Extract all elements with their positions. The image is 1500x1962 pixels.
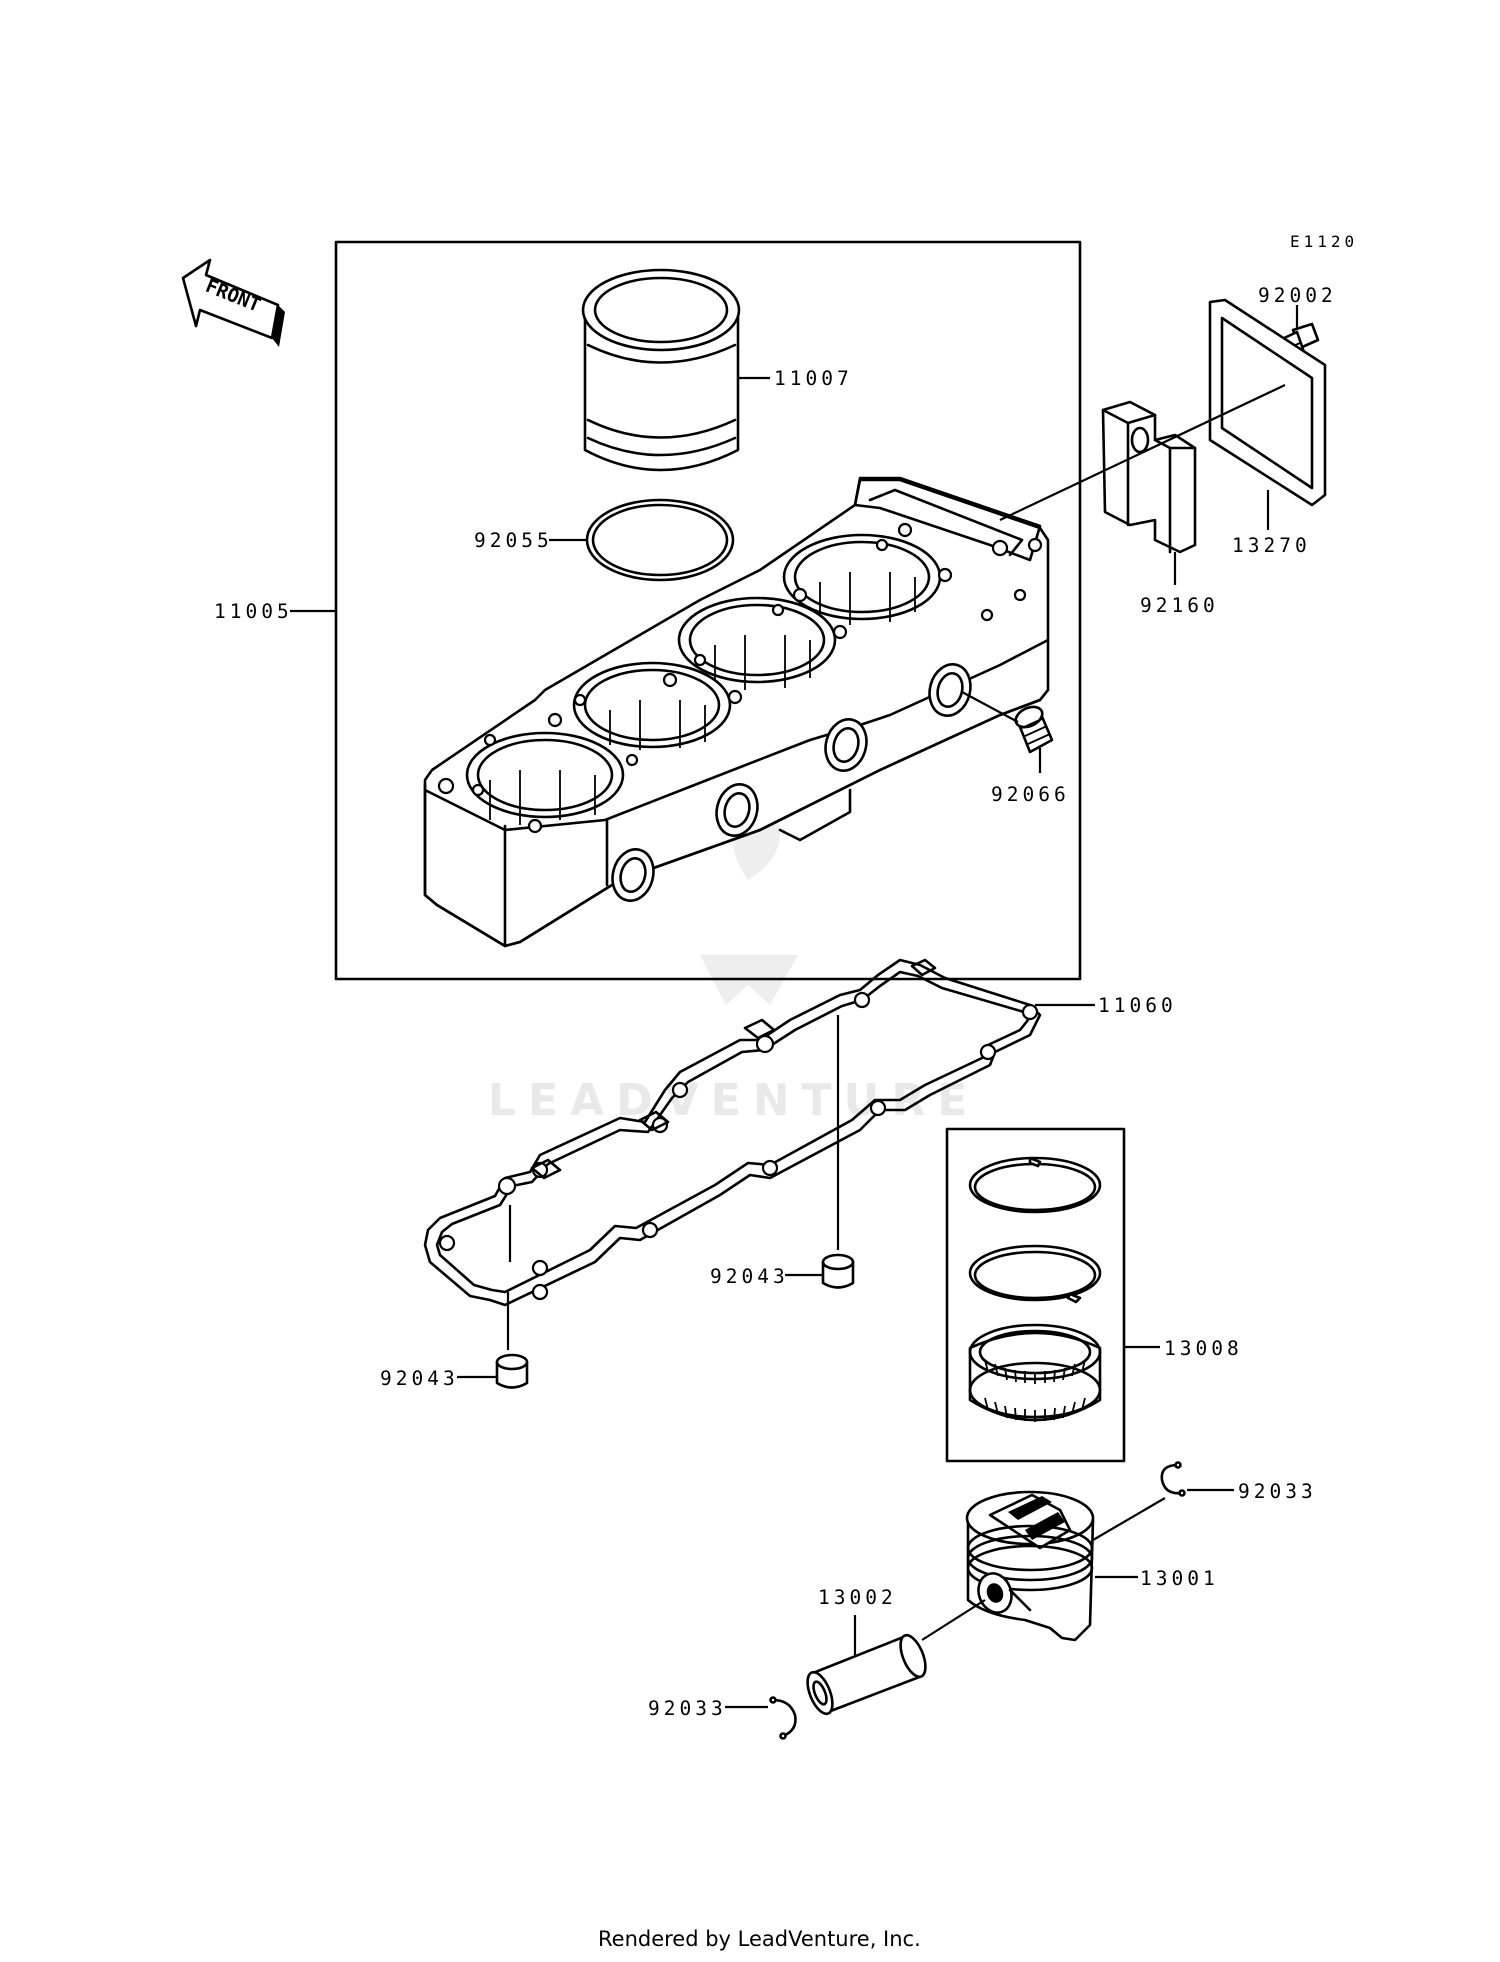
piston	[965, 1490, 1095, 1642]
bolt-holes	[437, 522, 1043, 834]
part-label-92002: 92002	[1258, 284, 1337, 307]
front-arrow-icon: FRONT	[181, 258, 285, 347]
part-label-13001: 13001	[1140, 1567, 1219, 1590]
watermark-text: LEADVENTURE	[488, 1075, 979, 1126]
dowel-pin-right	[821, 1253, 855, 1289]
cover-plate	[1208, 298, 1327, 507]
diagram-code-label: E1120	[1290, 232, 1358, 251]
part-label-92066: 92066	[991, 783, 1070, 806]
cylinder-sleeve	[581, 268, 741, 472]
part-label-92160: 92160	[1140, 594, 1219, 617]
plug	[1014, 705, 1054, 754]
part-label-11060: 11060	[1098, 994, 1177, 1017]
part-label-11007: 11007	[774, 367, 853, 390]
part-label-92055: 92055	[474, 529, 553, 552]
dowel-pin-left	[495, 1353, 529, 1389]
part-label-92043-right: 92043	[710, 1265, 789, 1288]
cylinder-gasket	[423, 958, 1042, 1307]
circlip-right	[1160, 1461, 1186, 1497]
cylinder-bore-1	[465, 731, 625, 825]
cylinder-block	[423, 476, 1050, 948]
o-ring	[585, 498, 735, 582]
part-label-92033-right: 92033	[1238, 1480, 1317, 1503]
piston-pin	[806, 1633, 927, 1716]
part-label-13002: 13002	[818, 1586, 897, 1609]
cylinder-bore-2	[572, 661, 732, 750]
damper-block	[1101, 400, 1197, 554]
part-label-92033-left: 92033	[648, 1697, 727, 1720]
circlip-left	[769, 1696, 797, 1740]
part-label-92043-left: 92043	[380, 1367, 459, 1390]
cylinder-bore-3	[677, 596, 837, 690]
piston-ring-set	[968, 1156, 1102, 1422]
part-label-13008: 13008	[1164, 1337, 1243, 1360]
part-label-11005: 11005	[214, 600, 293, 623]
side-ports	[611, 663, 972, 902]
piston-ring-set-box	[945, 1127, 1126, 1463]
part-label-13270: 13270	[1232, 534, 1311, 557]
footer-credit: Rendered by LeadVenture, Inc.	[598, 1927, 921, 1951]
